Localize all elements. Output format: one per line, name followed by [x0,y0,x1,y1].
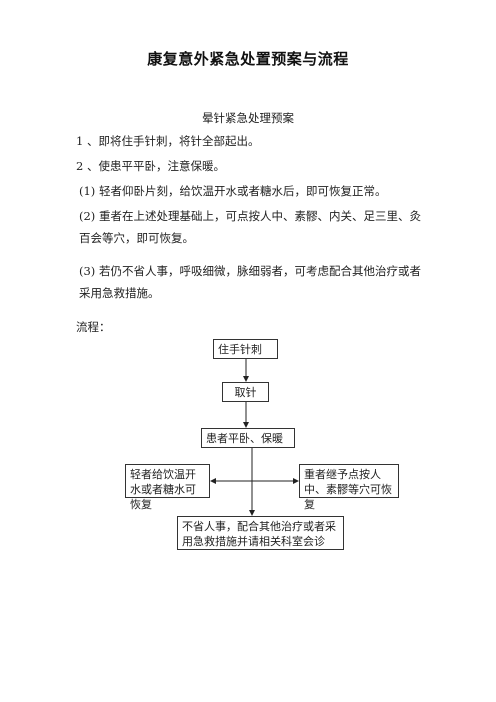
paragraph-5: (3) 若仍不省人事，呼吸细微，脉细弱者，可考虑配合其他治疗或者 采用急救措施。 [79,264,421,300]
flow-step-stop-needling: 住手针刺 [213,339,278,359]
section-subtitle: 晕针紧急处理预案 [202,111,294,125]
paragraph-4: (2) 重者在上述处理基础上，可点按人中、素髎、内关、足三里、灸百会等穴，即可恢… [79,209,421,245]
paragraph-2: 2 、使患平平卧，注意保暖。 [76,159,225,173]
flow-step-lie-flat: 患者平卧、保暖 [201,428,295,448]
flow-branch-severe: 重者继予点按人中、素髎等穴可恢复 [299,464,399,511]
paragraph-1: 1 、即将住手针刺，将针全部起出。 [76,134,260,148]
document-title: 康复意外紧急处置预案与流程 [147,50,349,68]
flow-branch-mild: 轻者给饮温开水或者糖水可恢复 [125,464,210,511]
process-label: 流程： [76,320,111,334]
flow-step-remove-needle: 取针 [222,382,269,402]
flow-branch-unconscious: 不省人事，配合其他治疗或者采用急救措施并请相关科室会诊 [177,516,344,550]
paragraph-3: (1) 轻者仰卧片刻，给饮温开水或者糖水后，即可恢复正常。 [79,184,387,198]
